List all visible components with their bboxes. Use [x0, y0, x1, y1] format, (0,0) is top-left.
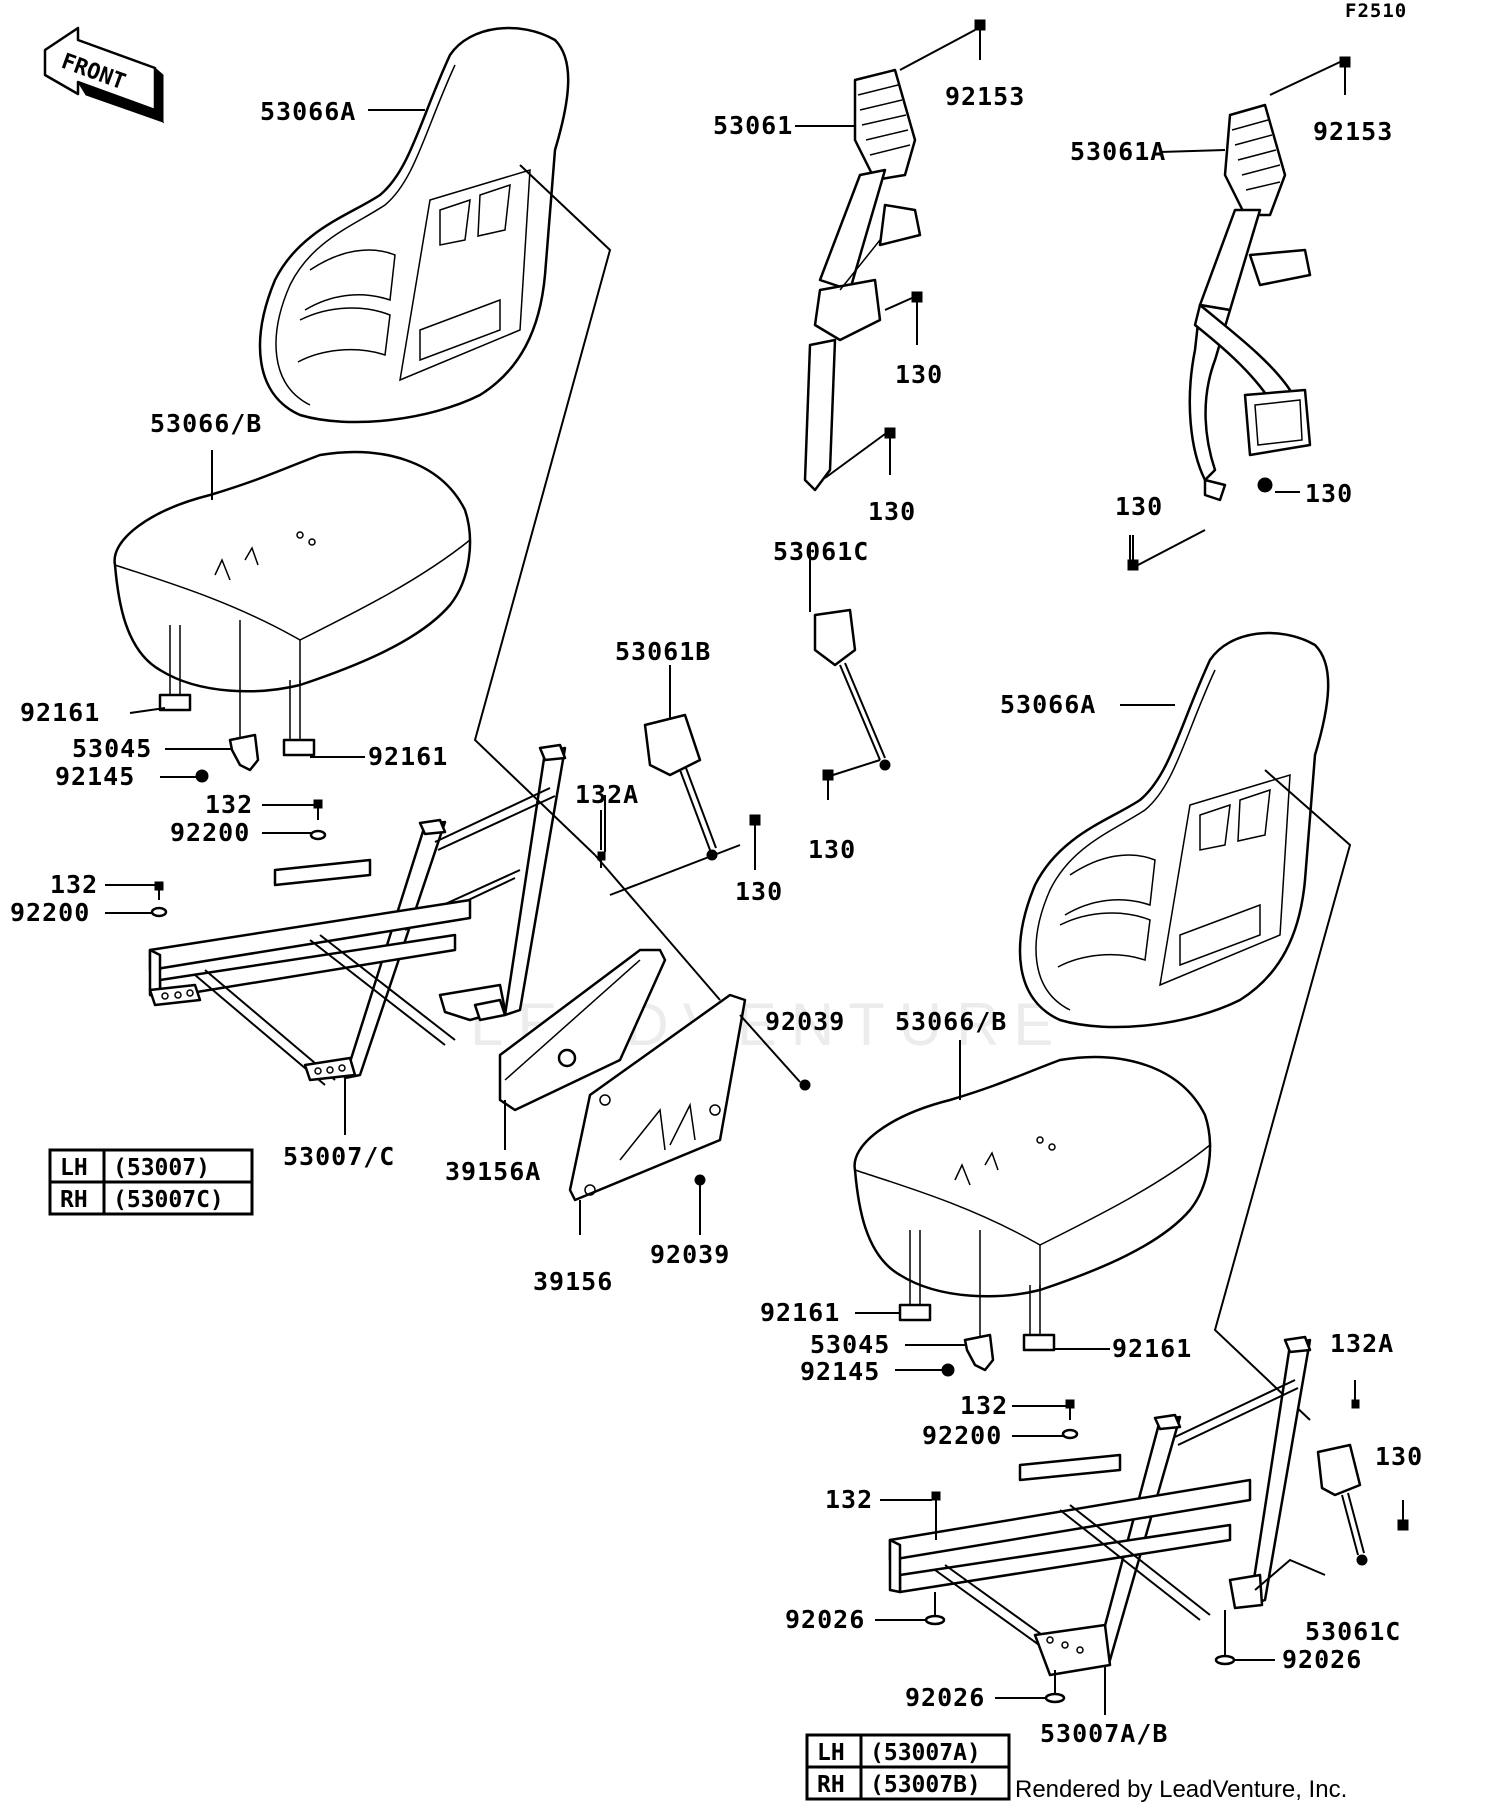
label-39156A: 39156A: [445, 1157, 541, 1186]
bolt-130-center: [822, 769, 834, 781]
label-39156: 39156: [533, 1267, 613, 1296]
label-92145-left: 92145: [55, 762, 135, 791]
buckle-53061C-right: [1316, 1443, 1368, 1566]
label-92200-left-a: 92200: [170, 818, 250, 847]
label-53061B: 53061B: [615, 637, 711, 666]
label-130-right-c: 130: [1375, 1442, 1423, 1471]
label-53061: 53061: [713, 111, 793, 140]
label-92200-right: 92200: [922, 1421, 1002, 1450]
label-53045-right: 53045: [810, 1330, 890, 1359]
table-right-lh: LH: [817, 1740, 845, 1766]
table-left-lh: LH: [60, 1155, 88, 1181]
seat-cushion-left: [113, 450, 472, 693]
label-130-center-d: 130: [735, 877, 783, 906]
label-92161-left-a: 92161: [20, 698, 100, 727]
label-92039-b: 92039: [650, 1240, 730, 1269]
label-53066B-right: 53066/B: [895, 1007, 1007, 1036]
label-132A-right: 132A: [1330, 1329, 1394, 1358]
seat-back-left: [258, 26, 570, 424]
seatbelt-53061A: [1188, 103, 1312, 502]
label-132-right-b: 132: [825, 1485, 873, 1514]
label-92200-left-b: 92200: [10, 898, 90, 927]
label-92039-a: 92039: [765, 1007, 845, 1036]
seatbelt-53061: [803, 68, 922, 492]
bolts-53061A: [1127, 56, 1351, 571]
table-left-rh: RH: [60, 1187, 88, 1213]
label-130-right-b: 130: [1305, 479, 1353, 508]
label-53066A-right: 53066A: [1000, 690, 1096, 719]
label-132-left-b: 132: [50, 870, 98, 899]
table-left-lh-part: (53007): [113, 1155, 210, 1181]
label-53061C-center: 53061C: [773, 537, 869, 566]
label-130-right-a: 130: [1115, 492, 1163, 521]
frame-table-left: LH (53007) RH (53007C): [48, 1148, 254, 1216]
label-53066B-left: 53066/B: [150, 409, 262, 438]
cushion-hardware-right: [898, 1230, 1056, 1377]
credit-text: Rendered by LeadVenture, Inc.: [1015, 1776, 1347, 1803]
buckle-53061C-center: [813, 608, 891, 771]
label-132A-left: 132A: [575, 780, 639, 809]
label-132-right-a: 132: [960, 1391, 1008, 1420]
hardware-left-frame: [150, 799, 606, 918]
label-130-center-c: 130: [808, 835, 856, 864]
label-53061A: 53061A: [1070, 137, 1166, 166]
seat-cushion-right: [853, 1055, 1212, 1298]
skid-plate-39156A: [498, 948, 667, 1112]
seat-back-right: [1018, 631, 1330, 1029]
label-92153-center: 92153: [945, 82, 1025, 111]
label-53007C: 53007/C: [283, 1142, 395, 1171]
seat-frame-left: [148, 743, 567, 1086]
table-right-rh: RH: [817, 1772, 845, 1798]
label-92153-right: 92153: [1313, 117, 1393, 146]
skid-plate-39156: [568, 993, 747, 1202]
label-92145-right: 92145: [800, 1357, 880, 1386]
label-92161-right-a: 92161: [760, 1298, 840, 1327]
label-92026-b: 92026: [1282, 1645, 1362, 1674]
label-53007AB: 53007A/B: [1040, 1719, 1168, 1748]
table-left-rh-part: (53007C): [113, 1187, 224, 1213]
table-right-rh-part: (53007B): [870, 1772, 981, 1798]
figure-code: F2510: [1345, 0, 1407, 22]
bolt-130-right: [1397, 1519, 1409, 1531]
table-right-lh-part: (53007A): [870, 1740, 981, 1766]
frame-table-right: LH (53007A) RH (53007B): [805, 1733, 1011, 1801]
bolts-53061: [884, 19, 986, 475]
label-53045-left: 53045: [72, 734, 152, 763]
label-130-center-b: 130: [868, 497, 916, 526]
front-arrow-icon: FRONT: [43, 26, 165, 124]
seat-frame-right: [888, 1335, 1312, 1677]
label-132-left-a: 132: [205, 790, 253, 819]
label-130-center-a: 130: [895, 360, 943, 389]
bolt-130-53061B: [749, 814, 761, 826]
screws-92039: [694, 1079, 811, 1186]
buckle-53061B: [643, 713, 718, 861]
label-92161-left-b: 92161: [368, 742, 448, 771]
label-53061C-right: 53061C: [1305, 1617, 1401, 1646]
label-92161-right-b: 92161: [1112, 1334, 1192, 1363]
label-92026-a: 92026: [785, 1605, 865, 1634]
label-92026-c: 92026: [905, 1683, 985, 1712]
label-53066A-left: 53066A: [260, 97, 356, 126]
